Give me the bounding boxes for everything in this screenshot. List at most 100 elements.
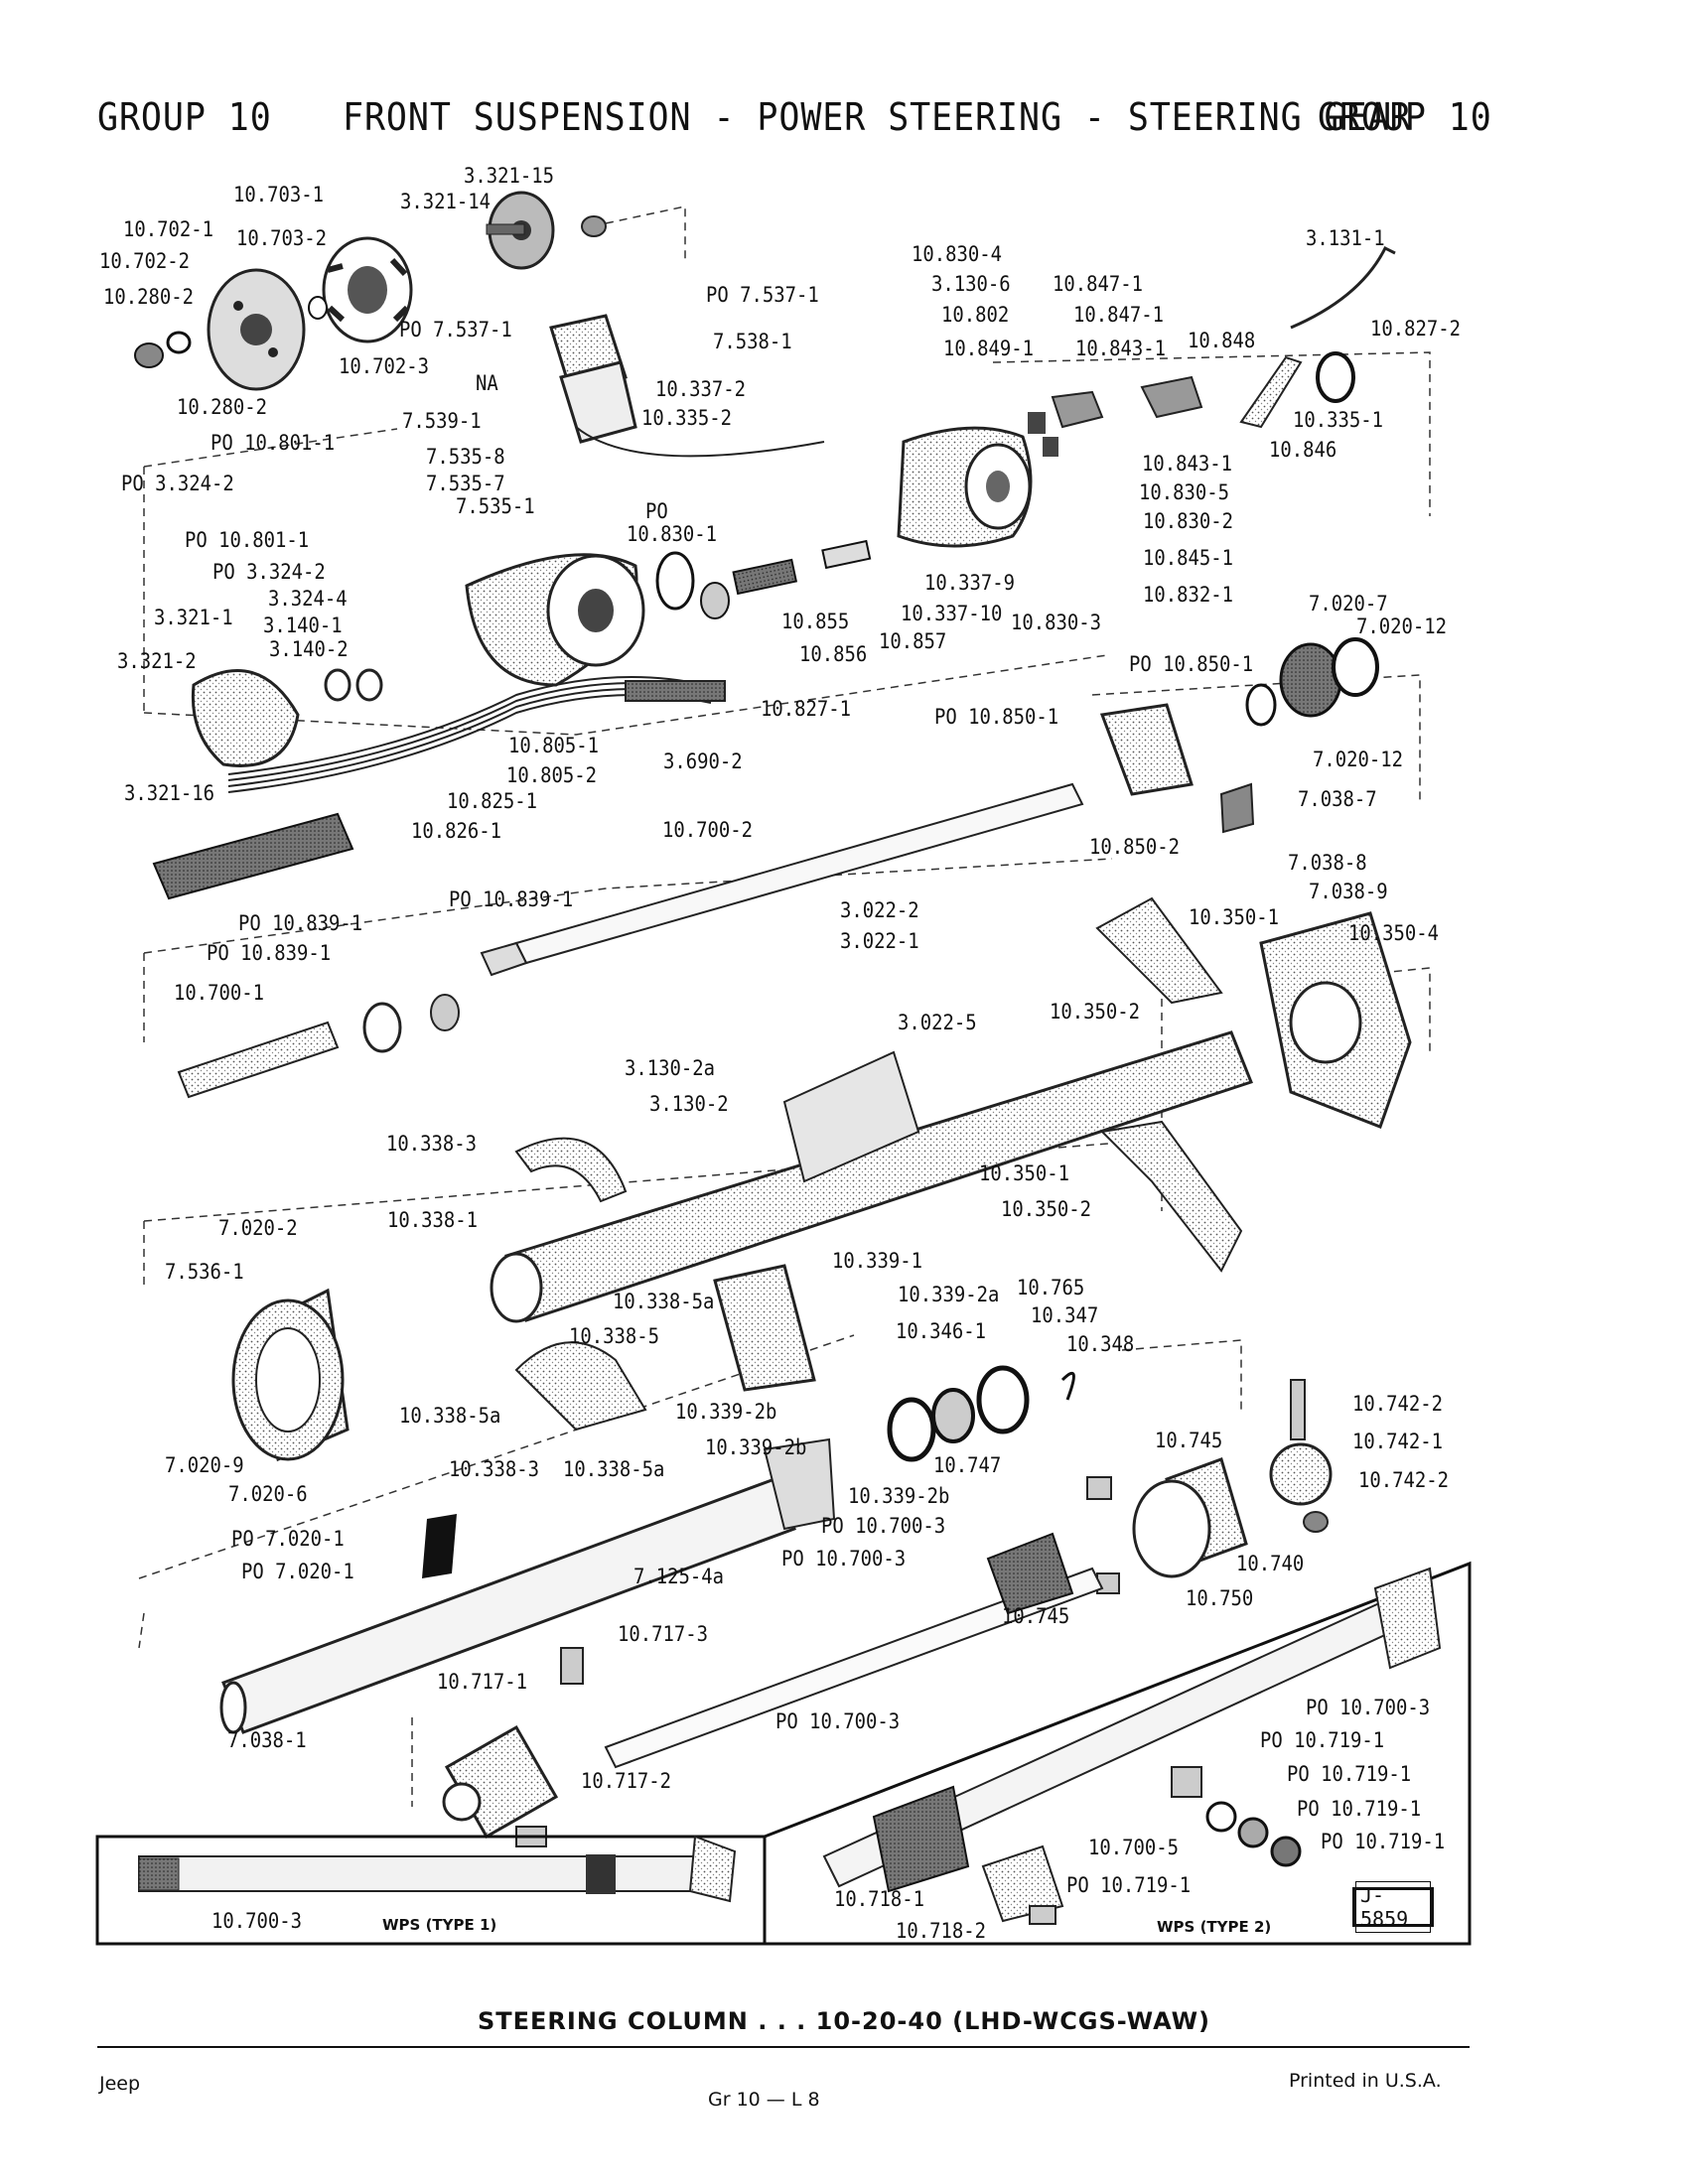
part-label: PO 10.719-1 [1287, 1762, 1412, 1786]
part-label: 10.750 [1186, 1586, 1254, 1610]
part-label: 10.802 [941, 303, 1010, 327]
part-label: 10.347 [1031, 1303, 1099, 1327]
part-label: 10.700-3 [211, 1909, 303, 1933]
part-label: 7.125-4a [633, 1565, 725, 1588]
part-label: 10.847-1 [1053, 272, 1144, 296]
part-label: 10.717-1 [437, 1670, 528, 1694]
part-label: 10.350-1 [979, 1161, 1070, 1185]
type2-shaft [822, 1567, 1442, 1925]
reference-code: J-5859 [1355, 1881, 1431, 1933]
part-label: PO 10.850-1 [934, 705, 1059, 729]
type1-shaft [138, 1835, 737, 1903]
column-jacket [490, 1030, 1253, 1323]
part-label: 10.745 [1002, 1604, 1070, 1628]
part-label: 3.130-2 [649, 1092, 729, 1116]
part-label: 10.717-2 [581, 1769, 672, 1793]
part-label: 10.827-2 [1370, 317, 1462, 341]
group-label-left: GROUP 10 [97, 95, 272, 139]
universal-joint [442, 1647, 584, 1847]
part-label: 10.337-2 [655, 377, 747, 401]
part-label: 10.338-3 [386, 1132, 478, 1156]
part-label: 10.857 [879, 629, 947, 653]
part-label: 10.830-1 [627, 522, 718, 546]
part-label: 7.535-1 [456, 494, 535, 518]
part-label: PO 7.537-1 [399, 318, 512, 341]
part-label: 3.022-2 [840, 898, 919, 922]
part-label: PO 10.700-3 [821, 1514, 946, 1538]
part-label: 10.742-2 [1352, 1392, 1444, 1416]
part-label: 10.350-4 [1348, 921, 1440, 945]
part-label: 10.845-1 [1143, 546, 1234, 570]
part-label: 7.536-1 [165, 1260, 244, 1284]
part-label: 10.747 [933, 1453, 1002, 1477]
inset-type1-label: WPS (TYPE 1) [382, 1916, 497, 1934]
part-label: 10.849-1 [943, 337, 1035, 360]
part-label: 3.324-4 [268, 587, 348, 611]
part-label: 3.321-16 [124, 781, 215, 805]
mounting-plate [1095, 896, 1412, 1273]
part-label: PO [645, 499, 668, 523]
part-label: 7.020-7 [1309, 592, 1388, 615]
part-label: 10.703-2 [236, 226, 328, 250]
part-label: 10.830-4 [912, 242, 1003, 266]
part-label: 10.745 [1155, 1429, 1223, 1452]
part-label: 10.718-1 [834, 1887, 925, 1911]
part-label: 10.717-3 [618, 1622, 709, 1646]
part-label: 10.826-1 [411, 819, 502, 843]
part-label: 10.339-1 [832, 1249, 923, 1273]
part-label: 10.805-1 [508, 734, 600, 757]
part-label: 7.020-12 [1356, 614, 1448, 638]
part-label: 10.742-1 [1352, 1430, 1444, 1453]
part-label: 3.140-1 [263, 614, 343, 637]
part-label: 10.848 [1188, 329, 1256, 352]
footer-brand: Jeep [99, 2073, 141, 2095]
part-label: 7.539-1 [402, 409, 482, 433]
part-label: 3.130-2a [625, 1056, 716, 1080]
part-label: 10.338-3 [449, 1457, 540, 1481]
part-label: 10.855 [781, 610, 850, 633]
part-label: 10.338-5a [563, 1457, 665, 1481]
part-label: 10.350-1 [1189, 905, 1280, 929]
part-label: PO 10.700-3 [781, 1547, 907, 1570]
part-label: 7.020-2 [218, 1216, 298, 1240]
part-label: 10.847-1 [1073, 303, 1165, 327]
part-label: PO 7.537-1 [706, 283, 819, 307]
part-label: 10.702-3 [339, 354, 430, 378]
part-label: 10.335-1 [1293, 408, 1384, 432]
part-label: 10.856 [799, 642, 868, 666]
part-label: 10.825-1 [447, 789, 538, 813]
part-label: PO 10.700-3 [1306, 1696, 1431, 1719]
part-label: 10.700-5 [1088, 1836, 1180, 1859]
part-label: 7.535-8 [426, 445, 505, 469]
part-label: 10.843-1 [1075, 337, 1167, 360]
part-label: 10.832-1 [1143, 583, 1234, 607]
part-label: 3.022-5 [898, 1011, 977, 1034]
part-label: 3.140-2 [269, 637, 349, 661]
part-label: 10.846 [1269, 438, 1337, 462]
part-label: PO 10.801-1 [185, 528, 310, 552]
part-label: 10.700-1 [174, 981, 265, 1005]
part-label: 10.338-5 [569, 1324, 660, 1348]
inner-shaft [604, 1437, 1104, 1769]
part-label: PO 10.839-1 [449, 887, 574, 911]
part-label: 10.335-2 [641, 406, 733, 430]
part-label: 10.700-2 [662, 818, 754, 842]
part-label: PO 7.020-1 [241, 1560, 354, 1583]
reference-code-box: J-5859 [1352, 1881, 1434, 1933]
page-title: FRONT SUSPENSION - POWER STEERING - STEE… [343, 95, 1412, 139]
part-label: PO 10.850-1 [1129, 652, 1254, 676]
part-label: 3.131-1 [1306, 226, 1385, 250]
turn-signal-switch [152, 668, 383, 900]
part-label: 10.827-1 [761, 697, 852, 721]
part-label: 3.321-1 [154, 606, 233, 629]
shaft-7-038-1 [219, 1477, 796, 1734]
part-label: 3.321-15 [464, 164, 555, 188]
bracket-10-339-1 [514, 1264, 816, 1432]
part-label: 10.703-1 [233, 183, 325, 206]
part-label: 10.805-2 [506, 763, 598, 787]
part-label: 7.038-8 [1288, 851, 1367, 875]
part-label: 10.339-2b [705, 1435, 807, 1459]
part-label: 10.337-10 [901, 602, 1003, 625]
part-label: PO 10.801-1 [211, 431, 336, 455]
part-label: 10.702-2 [99, 249, 191, 273]
